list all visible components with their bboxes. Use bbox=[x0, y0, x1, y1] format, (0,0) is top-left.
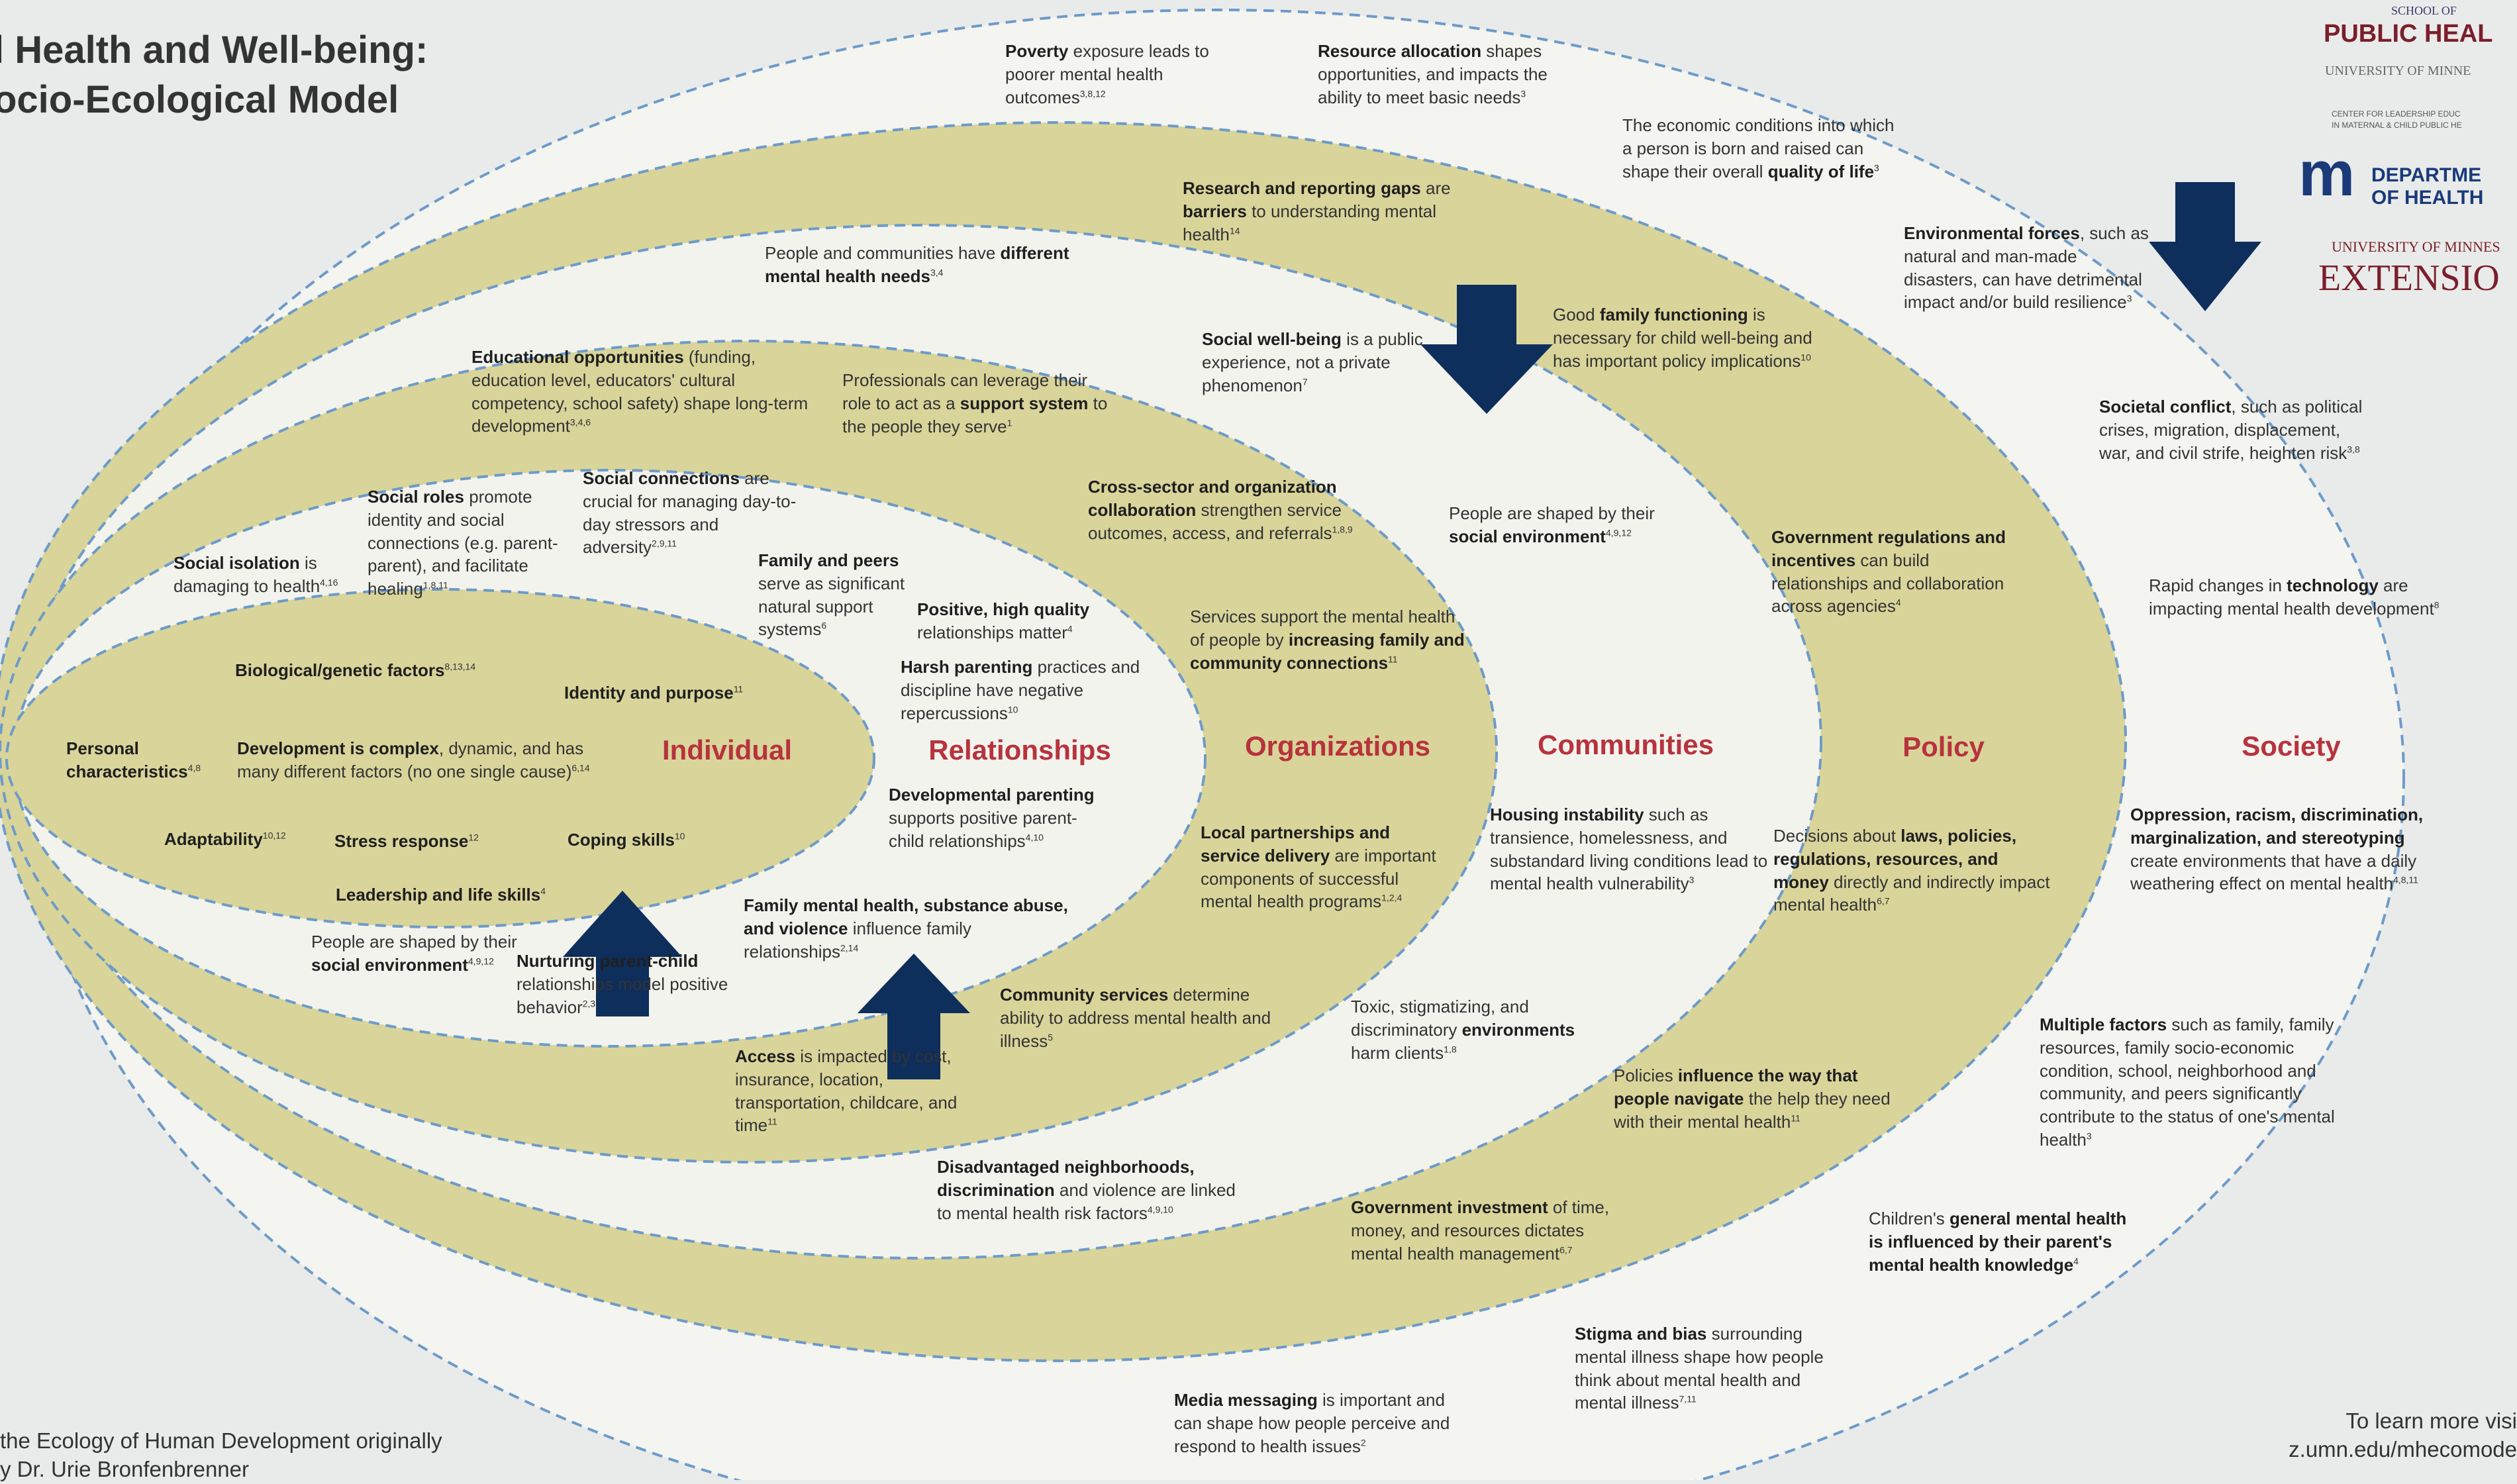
item-educational: Educational opportunities (funding, educ… bbox=[471, 347, 809, 436]
item-stress: Stress response12 bbox=[334, 831, 479, 851]
logos-area: SCHOOL OF PUBLIC HEAL UNIVERSITY OF MINN… bbox=[2298, 0, 2517, 344]
item-family-peers: Family and peers serve as significant na… bbox=[758, 550, 905, 640]
level-label-communities: Communities bbox=[1537, 729, 1714, 760]
mdh-mark-icon: m bbox=[2298, 138, 2355, 209]
item-research: Research and reporting gaps are barriers… bbox=[1183, 178, 1451, 244]
item-personal: Personal characteristics4,8 bbox=[66, 738, 201, 781]
arrow-down-1 bbox=[1420, 285, 1553, 414]
level-label-organizations: Organizations bbox=[1244, 730, 1431, 762]
level-label-policy: Policy bbox=[1902, 731, 1985, 762]
item-adaptability: Adaptability10,12 bbox=[164, 829, 286, 849]
item-community-services: Community services determine ability to … bbox=[1000, 985, 1271, 1051]
item-oppression: Oppression, racism, discrimination, marg… bbox=[2130, 805, 2424, 894]
item-family-functioning: Good family functioning is necessary for… bbox=[1553, 305, 1812, 371]
level-label-relationships: Relationships bbox=[928, 734, 1111, 766]
item-social-connections: Social connections are crucial for manag… bbox=[583, 468, 797, 558]
item-multiple-factors: Multiple factors such as family, family … bbox=[2040, 1014, 2335, 1150]
item-social-isolation: Social isolation is damaging to health4,… bbox=[173, 553, 338, 596]
item-social-env-ind: People are shaped by their social enviro… bbox=[311, 932, 517, 975]
item-dev-parenting: Developmental parenting supports positiv… bbox=[889, 785, 1095, 851]
sph-school-text: SCHOOL OF bbox=[2391, 4, 2457, 17]
level-label-individual: Individual bbox=[662, 734, 793, 766]
item-cross-sector: Cross-sector and organization collaborat… bbox=[1088, 477, 1353, 543]
item-family-mh: Family mental health, substance abuse, a… bbox=[744, 895, 1068, 962]
item-local-partnerships: Local partnerships and service delivery … bbox=[1201, 822, 1436, 912]
item-gov-investment: Government investment of time, money, an… bbox=[1351, 1197, 1610, 1263]
item-stigma: Stigma and bias surrounding mental illne… bbox=[1575, 1324, 1824, 1413]
item-policies-influence: Policies influence the way that people n… bbox=[1614, 1065, 1891, 1132]
item-social-wellbeing: Social well-being is a public experience… bbox=[1202, 329, 1423, 395]
center-text: CENTER FOR LEADERSHIP EDUC bbox=[2332, 109, 2461, 119]
item-resource: Resource allocation shapes opportunities… bbox=[1318, 41, 1548, 107]
item-professionals: Professionals can leverage their role to… bbox=[842, 370, 1108, 436]
individual-ring bbox=[5, 588, 875, 928]
item-positive-rel: Positive, high quality relationships mat… bbox=[917, 599, 1090, 642]
item-media: Media messaging is important and can sha… bbox=[1174, 1390, 1450, 1456]
item-development: Development is complex, dynamic, and has… bbox=[237, 738, 590, 781]
item-housing: Housing instability such as transience, … bbox=[1490, 805, 1768, 894]
sph-univ-text: UNIVERSITY OF MINNE bbox=[2325, 64, 2471, 78]
mdh-line1-text: DEPARTME bbox=[2371, 164, 2482, 186]
mdh-line2-text: OF HEALTH bbox=[2371, 187, 2484, 209]
item-societal-conflict: Societal conflict, such as political cri… bbox=[2099, 397, 2363, 463]
item-decisions: Decisions about laws, policies, regulati… bbox=[1773, 826, 2050, 915]
arrow-up-1 bbox=[563, 891, 682, 1016]
item-disadvantaged: Disadvantaged neighborhoods, discriminat… bbox=[937, 1157, 1236, 1223]
item-coping: Coping skills10 bbox=[568, 830, 685, 850]
center2-text: IN MATERNAL & CHILD PUBLIC HE bbox=[2332, 121, 2462, 130]
item-toxic: Toxic, stigmatizing, and discriminatory … bbox=[1351, 997, 1575, 1063]
item-harsh-parenting: Harsh parenting practices and discipline… bbox=[901, 657, 1140, 723]
item-economic: The economic conditions into which a per… bbox=[1622, 115, 1895, 181]
arrow-up-2 bbox=[858, 954, 970, 1079]
sph-name-text: PUBLIC HEAL bbox=[2324, 20, 2493, 48]
item-social-env-comm: People are shaped by their social enviro… bbox=[1449, 503, 1655, 546]
item-gov-regulations: Government regulations and incentives ca… bbox=[1771, 527, 2006, 617]
item-children: Children's general mental health is infl… bbox=[1869, 1209, 2127, 1275]
item-services-support: Services support the mental health of pe… bbox=[1190, 607, 1465, 673]
item-biological: Biological/genetic factors8,13,14 bbox=[235, 660, 476, 680]
item-rapid-changes: Rapid changes in technology are impactin… bbox=[2149, 575, 2440, 618]
arrow-down-2 bbox=[2149, 182, 2261, 311]
item-leadership: Leadership and life skills4 bbox=[336, 885, 546, 905]
item-poverty: Poverty exposure leads to poorer mental … bbox=[1005, 41, 1209, 107]
item-nurturing: Nurturing parent-child relationships mod… bbox=[517, 951, 728, 1017]
item-identity: Identity and purpose11 bbox=[564, 683, 744, 703]
ext-univ-text: UNIVERSITY OF MINNES bbox=[2332, 238, 2500, 255]
ext-name-text: EXTENSIO bbox=[2318, 258, 2500, 299]
footer-learn-more-link[interactable]: To learn more visi z.umn.edu/mhecomode bbox=[2289, 1409, 2517, 1461]
item-access: Access is impacted by cost, insurance, l… bbox=[735, 1046, 958, 1136]
item-social-roles: Social roles promote identity and social… bbox=[368, 487, 558, 599]
item-environmental: Environmental forces, such as natural an… bbox=[1904, 223, 2149, 313]
footer-attribution: the Ecology of Human Development origina… bbox=[0, 1428, 442, 1481]
item-needs: People and communities have different me… bbox=[765, 243, 1069, 286]
page-title: l Health and Well-being: ocio-Ecological… bbox=[0, 28, 428, 122]
level-label-society: Society bbox=[2242, 730, 2341, 762]
